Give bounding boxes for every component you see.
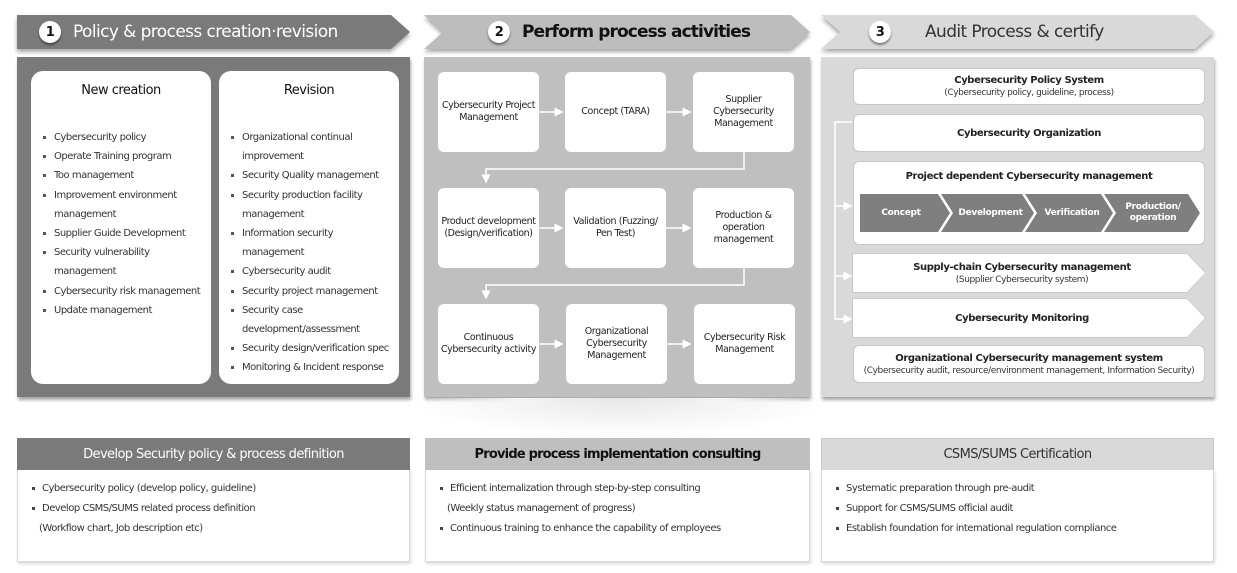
stage-production-operation: Production/ operation <box>1104 194 1200 232</box>
branch-line <box>834 121 853 324</box>
list-item: Continuous training to enhance the capab… <box>440 519 799 539</box>
stage-verification: Verification <box>1025 194 1113 232</box>
phase-2-panel: Cybersecurity Project Management Concept… <box>424 57 810 397</box>
box-subtitle: (Supplier Cybersecurity system) <box>955 274 1089 285</box>
phase-3-title: Audit Process & certify <box>925 22 1104 42</box>
flow-step-project-management: Cybersecurity Project Management <box>438 72 539 152</box>
summary-title: CSMS/SUMS Certification <box>821 438 1214 470</box>
list-item: Cybersecurity policy <box>41 128 207 147</box>
stage-concept: Concept <box>860 194 950 232</box>
list-item: Too management <box>41 166 207 185</box>
revision-list: Organizational continual improvement Sec… <box>219 128 399 378</box>
list-item: Security Quality management <box>229 166 395 185</box>
item-text: Continuous training to enhance the capab… <box>450 523 721 534</box>
summary-card-consulting: Provide process implementation consultin… <box>425 438 810 562</box>
flow-step-production-operation: Production & operation management <box>693 188 794 268</box>
card-heading: New creation <box>81 83 161 98</box>
item-text: Efficient internalization through step-b… <box>450 483 701 494</box>
branch-connectors <box>834 121 853 324</box>
supply-chain-box: Supply-chain Cybersecurity management (S… <box>853 254 1205 292</box>
project-dependent-box: Project dependent Cybersecurity manageme… <box>853 161 1205 245</box>
phase-3-panel: Cybersecurity Policy System (Cybersecuri… <box>821 57 1214 397</box>
list-item: Develop CSMS/SUMS related process defini… <box>32 499 399 539</box>
list-item: Supplier Guide Development <box>41 224 207 243</box>
new-creation-list: Cybersecurity policy Operate Training pr… <box>31 128 211 320</box>
list-item: Organizational continual improvement <box>229 128 395 166</box>
divider-shadow <box>405 398 835 438</box>
summary-card-certification: CSMS/SUMS Certification Systematic prepa… <box>821 438 1214 562</box>
flow-step-continuous-activity: Continuous Cybersecurity activity <box>438 304 539 384</box>
phase-3-header: 3 Audit Process & certify <box>821 15 1214 49</box>
box-title: Cybersecurity Monitoring <box>955 312 1089 324</box>
flow-connectors <box>481 107 745 349</box>
phase-1-header: 1 Policy & process creation·revision <box>17 15 410 49</box>
flow-step-validation: Validation (Fuzzing/ Pen Test) <box>565 188 666 268</box>
step-number-badge: 3 <box>869 21 891 43</box>
policy-system-box: Cybersecurity Policy System (Cybersecuri… <box>853 68 1205 105</box>
list-item: Cybersecurity policy (develop policy, gu… <box>32 479 399 499</box>
list-item: Information security management <box>229 224 395 262</box>
org-management-system-box: Organizational Cybersecurity management … <box>853 345 1205 383</box>
item-text: Systematic preparation through pre-audit <box>846 483 1035 494</box>
list-item: Improvement environment management <box>41 186 207 224</box>
list-item: Security case development/assessment <box>229 301 395 339</box>
item-text: Develop CSMS/SUMS related process defini… <box>42 503 256 514</box>
flow-arrow <box>481 268 745 300</box>
stage-chevron-row: Concept Development Verification Product… <box>860 194 1200 232</box>
list-item: Systematic preparation through pre-audit <box>836 479 1203 499</box>
step-number-badge: 1 <box>39 21 61 43</box>
list-item: Support for CSMS/SUMS official audit <box>836 499 1203 519</box>
monitoring-box: Cybersecurity Monitoring <box>853 299 1205 337</box>
list-item: Establish foundation for international r… <box>836 519 1203 539</box>
summary-card-policy: Develop Security policy & process defini… <box>17 438 410 562</box>
list-item: Security project management <box>229 282 395 301</box>
box-title: Supply-chain Cybersecurity management <box>913 261 1131 273</box>
list-item: Security design/verification spec <box>229 339 395 358</box>
summary-body: Cybersecurity policy (develop policy, gu… <box>17 470 410 562</box>
summary-body: Systematic preparation through pre-audit… <box>821 470 1214 562</box>
step-number-badge: 2 <box>488 21 510 43</box>
phase-1-title: Policy & process creation·revision <box>73 22 338 42</box>
box-subtitle: (Cybersecurity policy, guideline, proces… <box>944 88 1114 98</box>
flow-step-concept: Concept (TARA) <box>565 72 666 152</box>
list-item: Security production facility management <box>229 186 395 224</box>
summary-title: Develop Security policy & process defini… <box>17 438 410 470</box>
box-title: Cybersecurity Policy System <box>954 75 1104 86</box>
box-title: Project dependent Cybersecurity manageme… <box>905 171 1153 182</box>
item-subtext: (Workflow chart, Job description etc) <box>39 523 203 534</box>
item-text: Establish foundation for international r… <box>846 523 1117 534</box>
stage-development: Development <box>941 194 1034 232</box>
flow-step-risk-management: Cybersecurity Risk Management <box>694 304 795 384</box>
flow-step-supplier-management: Supplier Cybersecurity Management <box>693 72 794 152</box>
list-item: Monitoring & Incident response <box>229 358 395 377</box>
phase-1-panel: New creation Cybersecurity policy Operat… <box>17 57 410 397</box>
card-heading: Revision <box>283 83 335 98</box>
list-item: Update management <box>41 301 207 320</box>
chevron-banner <box>17 15 410 49</box>
list-item: Cybersecurity audit <box>229 262 395 281</box>
new-creation-card: New creation Cybersecurity policy Operat… <box>31 71 211 384</box>
box-subtitle: (Cybersecurity audit, resource/environme… <box>863 365 1195 376</box>
item-text: Support for CSMS/SUMS official audit <box>846 503 1013 514</box>
flow-arrow <box>481 152 745 184</box>
flow-step-product-development: Product development (Design/verification… <box>438 188 539 268</box>
phase-2-title: Perform process activities <box>522 22 751 42</box>
list-item: Cybersecurity risk management <box>41 282 207 301</box>
box-title: Cybersecurity Organization <box>957 127 1101 139</box>
summary-title: Provide process implementation consultin… <box>425 438 810 470</box>
flow-step-organizational-management: Organizational Cybersecurity Management <box>566 304 667 384</box>
item-subtext: (Weekly status management of progress) <box>447 503 636 514</box>
list-item: Operate Training program <box>41 147 207 166</box>
summary-body: Efficient internalization through step-b… <box>425 470 810 562</box>
revision-card: Revision Organizational continual improv… <box>219 71 399 384</box>
list-item: Efficient internalization through step-b… <box>440 479 799 519</box>
phase-2-header: 2 Perform process activities <box>424 15 810 49</box>
box-title: Organizational Cybersecurity management … <box>895 352 1163 364</box>
item-text: Cybersecurity policy (develop policy, gu… <box>42 483 256 494</box>
list-item: Security vulnerability management <box>41 243 207 281</box>
organization-box: Cybersecurity Organization <box>853 114 1205 152</box>
